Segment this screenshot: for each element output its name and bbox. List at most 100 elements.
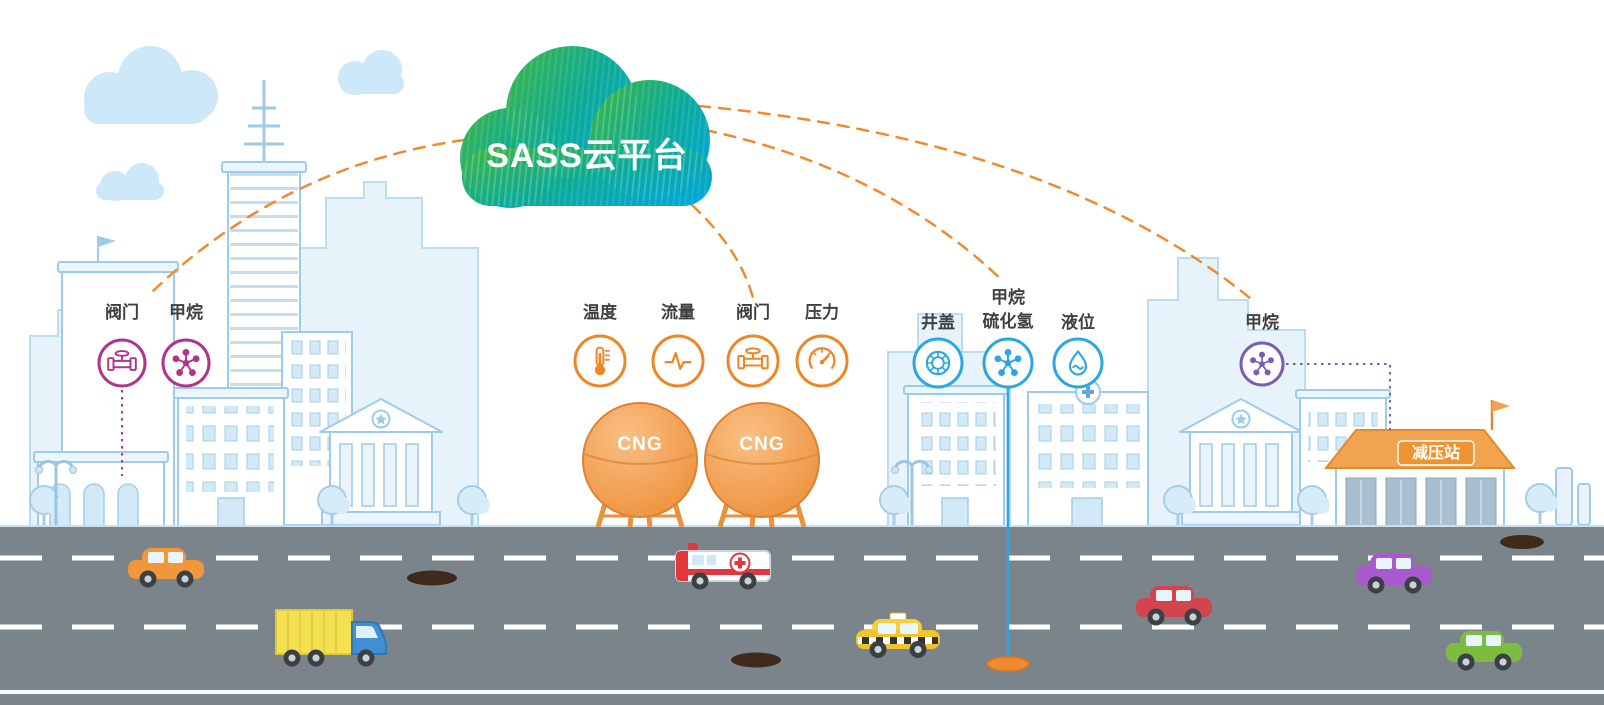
door (941, 497, 969, 527)
door (217, 497, 245, 527)
cloud-texture (460, 46, 712, 208)
sensor-group-cng: 温度 流量 阀门 压力 (573, 302, 849, 388)
door-lines (1360, 480, 1482, 524)
door (1071, 497, 1103, 527)
window (900, 623, 918, 634)
pipe (1555, 467, 1573, 526)
sensor-label-h2s: 硫化氢 (983, 311, 1034, 331)
tower-ledge (221, 161, 307, 173)
antenna-icon (244, 80, 284, 164)
sensor-label-valve: 阀门 (105, 302, 139, 322)
sensor-label-pressure: 压力 (805, 302, 839, 322)
arch-windows (49, 483, 139, 527)
sensor-circle-manhole (912, 337, 964, 389)
wheel (739, 572, 757, 590)
sensor-circle-valve (726, 334, 780, 388)
sensor-label-temperature: 温度 (583, 302, 618, 322)
cargo-slats (287, 610, 337, 654)
link-cloud-to-manhole-sensors (703, 128, 1006, 284)
tree-icon (1524, 482, 1560, 526)
sensor-label-manhole: 井盖 (921, 312, 955, 332)
wheel (909, 641, 927, 658)
road-surface (0, 527, 1604, 705)
roof-band (173, 387, 289, 399)
sky-clouds (84, 46, 404, 201)
ambulance-body (675, 550, 771, 582)
wheel (283, 649, 301, 667)
window (707, 555, 716, 565)
sky-cloud-small-left (96, 163, 164, 201)
cng-tank-2: CNG (704, 402, 820, 528)
manhole-cover (731, 652, 781, 668)
city-right (903, 366, 1303, 527)
sky-cloud-large (84, 46, 218, 124)
roof-band (57, 261, 179, 273)
window-grid (1036, 404, 1140, 488)
front-panel (676, 551, 688, 581)
building-flag-right (903, 366, 1009, 527)
sensor-circle-level (1052, 337, 1104, 389)
link-cloud-to-cng-sensors (690, 203, 755, 300)
wheel (357, 649, 375, 667)
cng-tank-1: CNG (582, 402, 698, 528)
pipe (1577, 483, 1591, 526)
shops-row-left (33, 451, 169, 527)
tank-sphere (704, 402, 820, 518)
sensor-label-methane: 甲烷 (1245, 312, 1279, 332)
cloud-links (150, 104, 1258, 305)
ambulance (675, 543, 771, 590)
sensor-circle-valve (97, 338, 147, 388)
wheel (307, 649, 325, 667)
manhole-cover-orange (986, 656, 1030, 672)
wheel (869, 641, 887, 658)
sensor-label-methane: 甲烷 (169, 302, 203, 322)
link-cloud-to-station-sensor (697, 104, 1258, 305)
truck (275, 609, 387, 667)
red-stripe (688, 569, 770, 575)
sensor-label-level: 液位 (1061, 312, 1095, 332)
sensor-group-station: 甲烷 (1239, 312, 1285, 387)
cab-window (356, 626, 378, 638)
tank-seam (583, 453, 697, 465)
roof-band (903, 385, 1009, 395)
tank-sphere (582, 402, 698, 518)
roof-band (33, 451, 169, 463)
manhole-cover (1500, 535, 1544, 549)
siren-light-icon (688, 543, 698, 551)
window-grid (186, 406, 274, 492)
roof-band (1295, 389, 1391, 399)
sky-cloud-small-right (338, 50, 404, 95)
station-sign-label: 减压站 (1412, 443, 1460, 462)
station-sign (1397, 440, 1475, 466)
pressure-station: 减压站 (1295, 389, 1591, 527)
link-cloud-to-city-sensors (150, 138, 466, 294)
tank-seam (705, 453, 819, 465)
station-pipes (1555, 467, 1591, 526)
sensor-label-valve: 阀门 (736, 302, 770, 322)
checker-band (858, 637, 938, 644)
flag-icon (1492, 400, 1510, 412)
hospital-building (1027, 379, 1149, 527)
tank-label: CNG (617, 434, 662, 455)
sass-cloud: SASS云平台 (460, 46, 712, 208)
drop-line-station-sensor (1286, 363, 1391, 430)
sensor-label-methane: 甲烷 (991, 287, 1025, 307)
flag-icon (98, 236, 116, 247)
grid-building-front (173, 387, 289, 527)
cloud-platform-label: SASS云平台 (486, 137, 688, 175)
sensor-group-city: 阀门 甲烷 (97, 302, 211, 388)
road (0, 527, 1604, 705)
window (692, 555, 704, 565)
sensor-group-manhole: 井盖 甲烷 硫化氢 液位 (912, 287, 1104, 389)
tank-label: CNG (739, 434, 784, 455)
sensor-label-flow: 流量 (661, 302, 695, 322)
manhole-cover (407, 570, 457, 586)
city-left (33, 80, 443, 527)
cng-tanks: CNG CNG (582, 402, 820, 528)
cross-icon (1082, 386, 1094, 398)
wheel (691, 572, 709, 590)
vehicles (128, 543, 1522, 671)
cross-icon (734, 557, 746, 569)
window (878, 623, 896, 634)
